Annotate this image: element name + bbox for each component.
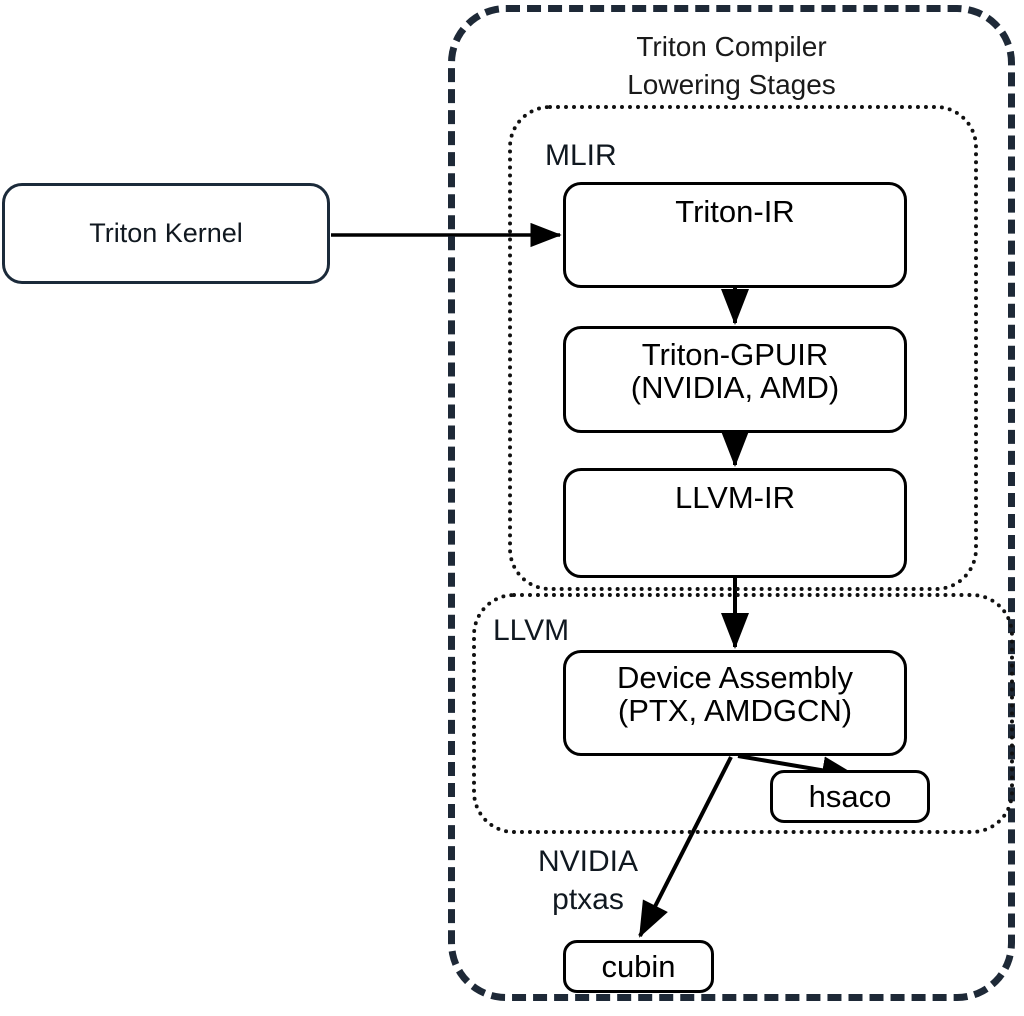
container-llvm	[472, 593, 1014, 834]
node-triton-ir[interactable]: Triton-IR	[563, 182, 907, 288]
container-mlir	[508, 105, 978, 591]
annotation-nvidia-ptxas: NVIDIA ptxas	[528, 843, 648, 918]
diagram-title: Triton Compiler Lowering Stages	[448, 28, 1015, 104]
annotation-nvidia-ptxas-line-1: NVIDIA	[537, 845, 639, 878]
node-hsaco-label: hsaco	[808, 778, 892, 814]
container-mlir-label: MLIR	[545, 139, 617, 172]
node-triton-ir-label: Triton-IR	[675, 194, 795, 229]
node-triton-kernel-label: Triton Kernel	[89, 217, 243, 248]
container-llvm-label: LLVM	[493, 614, 570, 647]
node-cubin-label: cubin	[601, 948, 676, 984]
node-triton-kernel[interactable]: Triton Kernel	[2, 183, 330, 284]
node-cubin[interactable]: cubin	[563, 940, 714, 993]
node-device-assembly[interactable]: Device Assembly (PTX, AMDGCN)	[563, 650, 907, 756]
node-llvm-ir-label: LLVM-IR	[674, 480, 795, 515]
node-device-assembly-label-line-2: (PTX, AMDGCN)	[617, 693, 853, 729]
node-hsaco[interactable]: hsaco	[770, 770, 930, 823]
node-llvm-ir[interactable]: LLVM-IR	[563, 468, 907, 578]
diagram-title-line-1: Triton Compiler	[636, 31, 827, 62]
node-triton-gpuir-label-line-2: (NVIDIA, AMD)	[630, 370, 840, 406]
node-device-assembly-label-line-1: Device Assembly	[616, 660, 854, 695]
node-triton-gpuir-label-line-1: Triton-GPUIR	[641, 337, 829, 372]
diagram-title-line-2: Lowering Stages	[627, 68, 836, 100]
node-triton-gpuir[interactable]: Triton-GPUIR (NVIDIA, AMD)	[563, 326, 907, 433]
container-triton-compiler-lowering-stages	[448, 5, 1015, 1001]
annotation-nvidia-ptxas-line-2: ptxas	[552, 882, 624, 916]
